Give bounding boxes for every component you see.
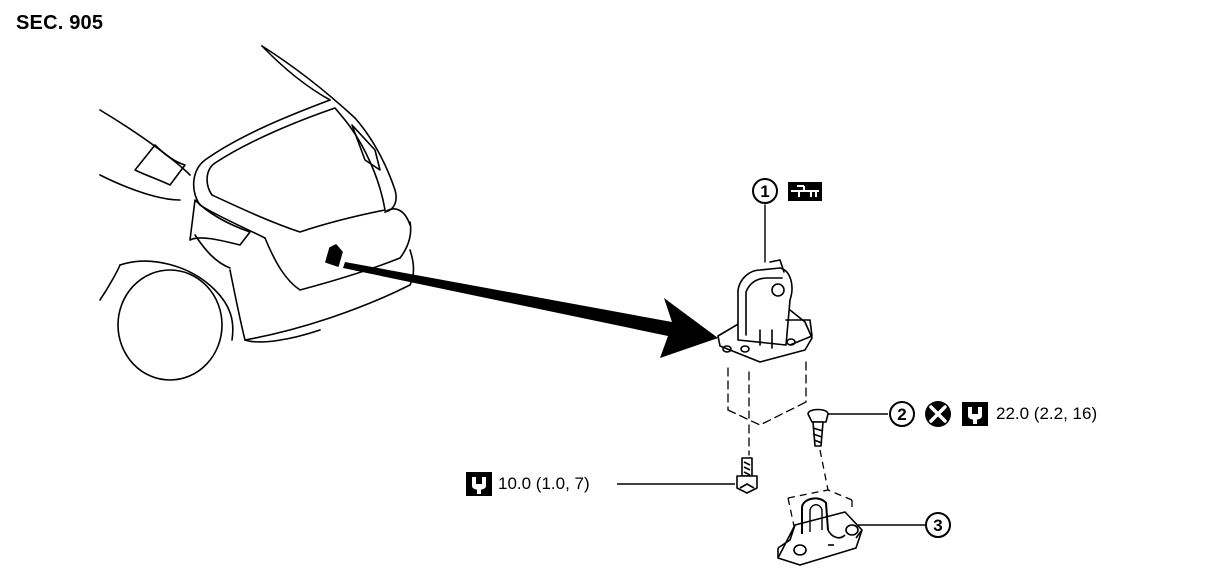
- bolt-torque-value: 10.0 (1.0, 7): [498, 474, 590, 493]
- back-door-lock-assembly: [717, 204, 813, 456]
- location-arrow: [343, 262, 718, 358]
- callout-1: 1: [752, 178, 778, 204]
- vehicle-rear-illustration: [99, 45, 415, 381]
- callout-1-number: 1: [760, 182, 769, 201]
- section-label: SEC. 905: [16, 12, 104, 34]
- electrical-connector-icon: [788, 182, 822, 201]
- torque-wrench-icon: [962, 402, 988, 426]
- back-door-striker: [777, 489, 863, 566]
- screw-torque-value: 22.0 (2.2, 16): [996, 404, 1098, 423]
- do-not-reuse-icon: [925, 401, 951, 427]
- callout-3-number: 3: [933, 516, 942, 535]
- torque-wrench-icon: [466, 472, 492, 496]
- callout-3: 3: [925, 512, 951, 538]
- lock-mounting-bolt: [736, 457, 758, 494]
- striker-screw: [807, 408, 829, 447]
- callout-2: 2: [889, 401, 915, 427]
- callout-2-number: 2: [897, 405, 906, 424]
